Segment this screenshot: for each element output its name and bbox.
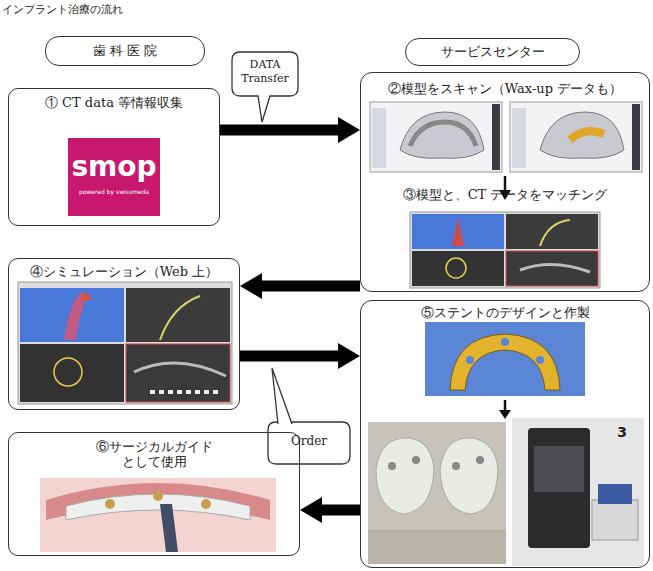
simulation-screenshot xyxy=(160,296,200,340)
connector-label: DATA Transfer xyxy=(232,58,298,86)
3d-printer-photo xyxy=(534,446,584,492)
scan-screenshot xyxy=(510,102,642,172)
3d-printer-photo xyxy=(512,418,644,566)
3d-printer-photo xyxy=(512,418,644,566)
matching-screenshot xyxy=(412,251,504,286)
column-header: サービスセンター xyxy=(405,38,580,66)
block-arrow xyxy=(240,351,338,362)
callout-bubble xyxy=(232,52,298,122)
node-heading: ②模型をスキャン（Wax-up データも） xyxy=(361,81,649,96)
stent-design-image xyxy=(425,322,585,396)
printed-guide-photo xyxy=(376,438,434,514)
scan-screenshot xyxy=(372,108,386,168)
surgical-guide-image xyxy=(40,478,276,552)
down-arrow xyxy=(499,410,511,419)
down-arrow xyxy=(499,400,511,419)
printed-guide-photo xyxy=(368,422,506,564)
surgical-guide-image xyxy=(153,491,163,501)
column-header: 歯 科 医 院 xyxy=(45,36,205,66)
printed-guide-photo xyxy=(476,456,484,464)
block-arrow xyxy=(262,281,360,292)
connector-label: Order xyxy=(268,434,350,448)
printed-guide-photo xyxy=(368,530,506,564)
simulation-screenshot xyxy=(150,390,220,394)
3d-printer-photo xyxy=(528,428,590,548)
stent-design-image xyxy=(466,356,474,364)
matching-screenshot xyxy=(506,251,598,286)
scan-screenshot xyxy=(370,102,642,172)
stent-design-image xyxy=(501,338,509,346)
node-heading: ⑥サージカルガイド として使用 xyxy=(89,439,219,469)
surgical-guide-image xyxy=(105,499,115,509)
simulation-screenshot xyxy=(18,282,232,404)
process-box: ④シミュレーション（Web 上） xyxy=(8,258,240,410)
node-heading: 歯 科 医 院 xyxy=(46,43,204,58)
block-arrow xyxy=(220,125,338,136)
process-box: ⑤ステントのデザインと作製 xyxy=(360,300,650,568)
matching-screenshot xyxy=(410,212,600,288)
scan-screenshot xyxy=(570,131,604,140)
surgical-guide-image xyxy=(46,483,270,520)
process-box: ⑥サージカルガイド として使用 xyxy=(8,432,300,556)
node-heading: ③模型と、CT データをマッチング xyxy=(361,187,649,202)
stent-design-image xyxy=(536,356,544,364)
matching-screenshot xyxy=(446,258,466,278)
printed-guide-photo xyxy=(452,462,460,470)
scan-screenshot xyxy=(410,122,476,146)
matching-screenshot xyxy=(452,218,464,246)
process-box: ②模型をスキャン（Wax-up データも） ③模型と、CT データをマッチング xyxy=(360,72,650,292)
3d-printer-photo xyxy=(598,484,632,504)
stent-design-image xyxy=(450,334,560,390)
scan-screenshot xyxy=(632,104,640,170)
simulation-screenshot xyxy=(126,344,230,402)
brand-mark: 3 xyxy=(612,424,632,440)
node-heading: サービスセンター xyxy=(406,44,579,59)
smop-logo xyxy=(68,138,160,216)
simulation-screenshot xyxy=(20,344,124,402)
matching-screenshot xyxy=(520,264,590,272)
simulation-screenshot xyxy=(20,288,124,342)
block-arrow xyxy=(322,505,360,516)
simulation-screenshot xyxy=(18,282,232,404)
logo-subtext: powered by swissmeda xyxy=(68,188,160,195)
node-heading: ⑤ステントのデザインと作製 xyxy=(361,305,649,320)
callout-bubble xyxy=(232,52,350,464)
printed-guide-photo xyxy=(388,462,396,470)
scan-screenshot xyxy=(400,112,484,158)
3d-printer-photo xyxy=(592,500,638,540)
node-heading: ④シミュレーション（Web 上） xyxy=(9,264,239,279)
surgical-guide-image xyxy=(201,499,211,509)
callout-bubble xyxy=(272,368,292,424)
matching-screenshot xyxy=(506,214,598,249)
smop-logo xyxy=(68,138,160,216)
printed-guide-photo xyxy=(440,438,498,514)
simulation-screenshot xyxy=(134,363,226,376)
printed-guide-photo xyxy=(368,422,506,564)
logo-text: smop xyxy=(68,150,160,183)
scan-screenshot xyxy=(492,104,500,170)
scan-screenshot xyxy=(370,102,502,172)
diagram-title-note: インプラント治療の流れ xyxy=(2,2,202,17)
callout-bubble xyxy=(268,422,350,464)
surgical-guide-image xyxy=(40,478,276,552)
scan-screenshot xyxy=(512,108,526,168)
simulation-screenshot xyxy=(54,358,82,386)
matching-screenshot xyxy=(412,214,504,249)
matching-screenshot xyxy=(410,212,600,288)
matching-screenshot xyxy=(540,220,570,246)
node-heading: ① CT data 等情報収集 xyxy=(9,95,219,110)
simulation-screenshot xyxy=(80,292,92,300)
surgical-guide-image xyxy=(160,504,178,552)
stent-design-image xyxy=(425,322,585,396)
scan-screenshot xyxy=(540,112,624,158)
printed-guide-photo xyxy=(412,456,420,464)
simulation-screenshot xyxy=(126,288,230,342)
